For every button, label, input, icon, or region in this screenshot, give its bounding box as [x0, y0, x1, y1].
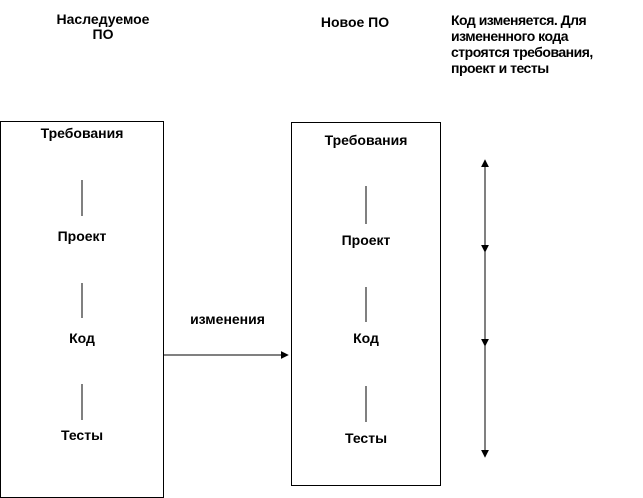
new-code-label: Код [353, 330, 379, 346]
new-requirements-label: Требования [324, 132, 408, 148]
legacy-software-heading: Наследуемое ПО [56, 11, 150, 42]
new-software-heading: Новое ПО [320, 14, 390, 30]
new-software-box [291, 122, 441, 486]
legacy-requirements-label: Требования [40, 125, 124, 141]
change-note: Код изменяется. Для измененного кода стр… [451, 12, 593, 76]
legacy-tests-label: Тесты [60, 427, 104, 443]
new-design-label: Проект [341, 232, 391, 248]
legacy-design-label: Проект [57, 228, 107, 244]
new-tests-label: Тесты [344, 430, 388, 446]
changes-arrow-label: изменения [190, 311, 265, 327]
legacy-code-label: Код [69, 330, 95, 346]
